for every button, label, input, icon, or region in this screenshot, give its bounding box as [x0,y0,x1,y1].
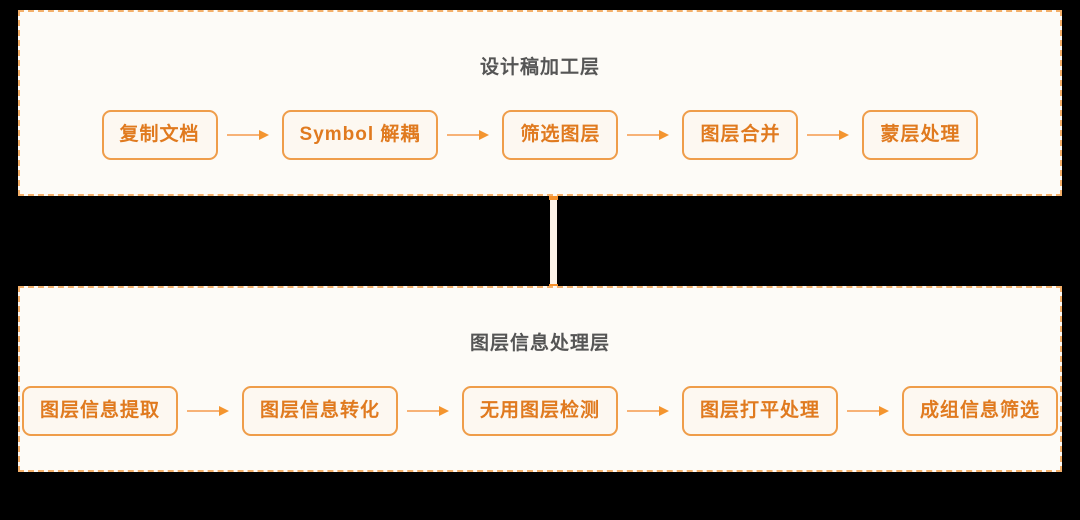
panel-layer-info-processing: 图层信息处理层 图层信息提取 图层信息转化 无用图层检测 图层打平处理 成组信息… [18,286,1062,472]
flow-arrow-icon [627,128,673,142]
flow-arrow-icon [847,404,893,418]
flow-step-mask-processing[interactable]: 蒙层处理 [862,110,979,160]
panel-connector [549,190,558,294]
flow-arrow-icon [627,404,673,418]
flow-step-merge-layers[interactable]: 图层合并 [682,110,799,160]
flow-step-detect-useless-layers[interactable]: 无用图层检测 [462,386,619,436]
flow-step-flatten-layers[interactable]: 图层打平处理 [682,386,839,436]
flow-arrow-icon [447,128,493,142]
flow-step-copy-document[interactable]: 复制文档 [101,110,218,160]
panel-title-design: 设计稿加工层 [479,57,600,78]
connector-node-top [549,192,558,200]
flow-row-layer: 图层信息提取 图层信息转化 无用图层检测 图层打平处理 成组信息筛选 [20,386,1060,436]
flow-arrow-icon [226,128,273,142]
flow-step-filter-layers[interactable]: 筛选图层 [502,110,619,160]
flow-step-symbol-decouple[interactable]: Symbol 解耦 [281,110,439,160]
panel-title-layer: 图层信息处理层 [469,333,610,354]
flow-step-transform-layer-info[interactable]: 图层信息转化 [241,386,398,436]
flow-row-design: 复制文档 Symbol 解耦 筛选图层 图层合并 蒙层处理 [20,110,1060,160]
flow-arrow-icon [807,128,853,142]
panel-design-processing: 设计稿加工层 复制文档 Symbol 解耦 筛选图层 图层合并 蒙层处理 [18,10,1062,196]
flow-arrow-icon [407,404,453,418]
flow-arrow-icon [186,404,233,418]
flow-step-filter-group-info[interactable]: 成组信息筛选 [902,386,1059,436]
flow-step-extract-layer-info[interactable]: 图层信息提取 [21,386,178,436]
